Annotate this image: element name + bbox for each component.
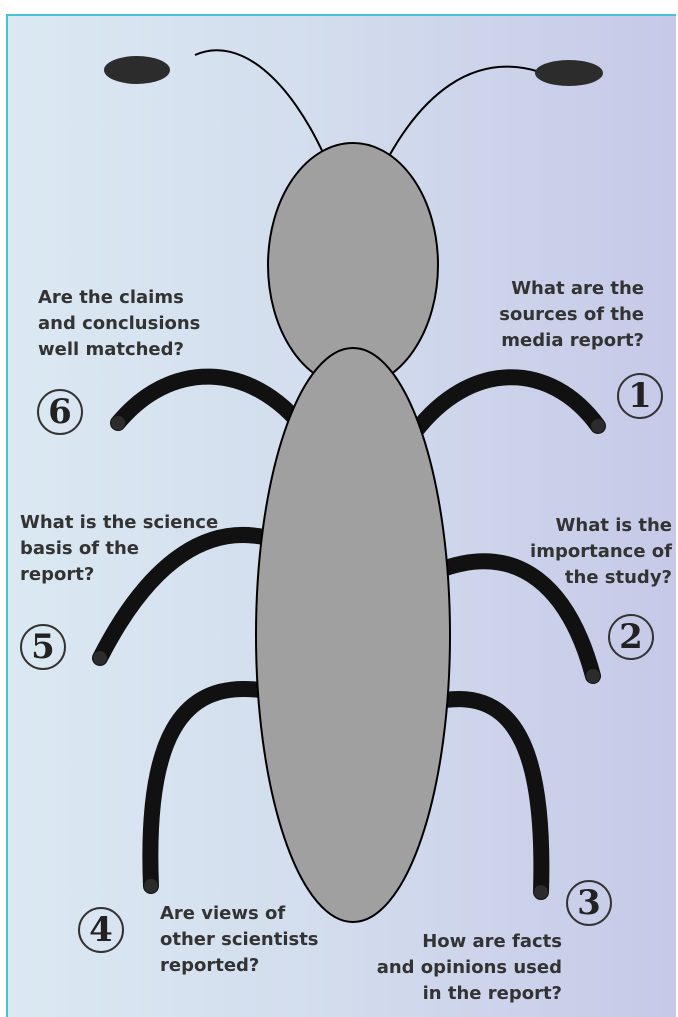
question-2-text: What is the importance of the study?: [530, 513, 672, 591]
question-4-line: reported?: [160, 955, 260, 976]
number-badge-4: 4: [78, 907, 124, 953]
question-6-line: Are the claims: [38, 287, 184, 308]
number-badge-3: 3: [566, 880, 612, 926]
question-2-line: the study?: [564, 567, 672, 588]
question-3-line: in the report?: [422, 983, 562, 1004]
right-antenna-tip: [535, 60, 603, 86]
leg-4: [142, 680, 268, 894]
left-antenna: [194, 49, 326, 158]
number-badge-6: 6: [37, 389, 83, 435]
bug-body: [255, 347, 451, 923]
question-6-text: Are the claims and conclusions well matc…: [38, 285, 200, 363]
question-6-line: well matched?: [38, 339, 184, 360]
question-2-line: What is the: [555, 515, 672, 536]
question-5-line: What is the science: [20, 512, 219, 533]
question-4-line: other scientists: [160, 929, 319, 950]
number-badge-1: 1: [617, 373, 663, 419]
question-5-line: basis of the: [20, 538, 139, 559]
leg-6: [110, 368, 313, 438]
leg-3: [437, 691, 550, 900]
question-1-text: What are the sources of the media report…: [499, 276, 644, 354]
question-1-line: media report?: [501, 330, 644, 351]
question-3-text: How are facts and opinions used in the r…: [377, 929, 562, 1007]
question-6-line: and conclusions: [38, 313, 201, 334]
question-5-line: report?: [20, 564, 95, 585]
right-antenna: [387, 65, 541, 159]
leg-5: [92, 527, 283, 666]
question-3-line: and opinions used: [376, 957, 562, 978]
question-1-line: sources of the: [499, 304, 644, 325]
question-5-text: What is the science basis of the report?: [20, 510, 218, 588]
number-badge-5: 5: [20, 624, 66, 670]
left-antenna-tip: [104, 56, 170, 84]
question-1-line: What are the: [511, 278, 644, 299]
question-3-line: How are facts: [422, 931, 562, 952]
number-badge-2: 2: [608, 614, 654, 660]
leg-2: [432, 553, 601, 684]
question-4-text: Are views of other scientists reported?: [160, 901, 319, 979]
leg-1: [407, 369, 606, 440]
question-4-line: Are views of: [160, 903, 286, 924]
question-2-line: importance of: [530, 541, 672, 562]
